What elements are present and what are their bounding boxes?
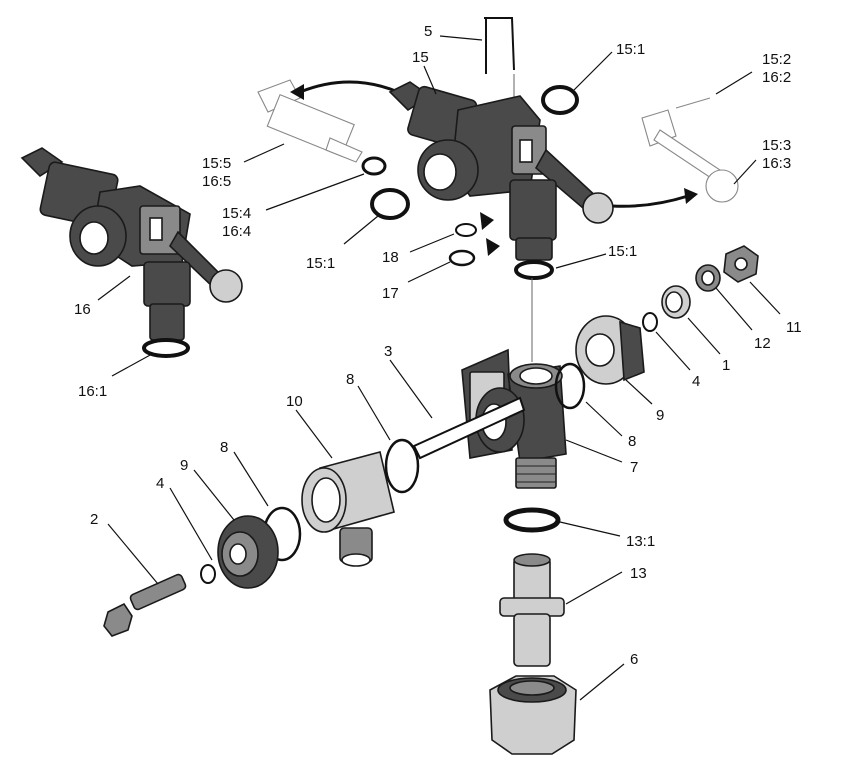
part-3-clip [412,396,526,460]
label-11: 11 [786,319,802,336]
label-17: 17 [382,285,399,302]
label-6: 6 [630,651,638,668]
label-8-right: 8 [628,433,636,450]
label-16-2: 16:2 [762,69,791,86]
label-16-4: 16:4 [222,223,251,240]
part-13-1-gasket [503,507,561,533]
part-8-oring-right [554,362,586,410]
part-15-1-oring-top [541,85,579,115]
label-2: 2 [90,511,98,528]
part-15-4-seal [361,156,387,176]
label-15: 15 [412,49,429,66]
part-12-washer [695,264,721,292]
part-1-bushing [661,285,691,319]
label-8-left: 8 [220,439,228,456]
label-4-right: 4 [692,373,700,390]
label-9-right: 9 [656,407,664,424]
label-13: 13 [630,565,647,582]
part-17-seal [448,249,476,267]
label-16-3: 16:3 [762,155,791,172]
part-9-cap-left [217,515,279,589]
label-7: 7 [630,459,638,476]
arrow-rotate-left [299,80,399,94]
label-13-1: 13:1 [626,533,655,550]
part-16-1-oring [142,338,190,358]
part-5-pin [484,17,515,74]
label-15-1-left: 15:1 [306,255,335,272]
part-4-ring-right [642,312,658,332]
arrow-head-left [290,84,304,100]
label-15-2: 15:2 [762,51,791,68]
arrow-17 [486,238,500,256]
label-16-1: 16:1 [78,383,107,400]
part-9-cap-right [575,315,645,385]
label-9-left: 9 [180,457,188,474]
label-15-5: 15:5 [202,155,231,172]
label-1: 1 [722,357,730,374]
ghost-handle-right [641,97,739,203]
ghost-handle-left [257,79,363,163]
arrow-18 [480,212,494,230]
part-15-1-oring-left [370,188,410,220]
label-5: 5 [424,23,432,40]
label-12: 12 [754,335,771,352]
part-11-nut [723,245,759,283]
label-15-1-top: 15:1 [616,41,645,58]
arrow-head-right [684,188,698,204]
part-16-valve-body [20,147,243,341]
label-15-4: 15:4 [222,205,251,222]
part-15-valve-body [388,81,614,261]
part-15-1-oring-bottom [514,260,554,280]
part-4-ring-left [200,564,216,584]
part-10-elbow [301,451,395,567]
part-13-fitting [499,553,565,667]
part-18-seal [455,223,477,237]
label-4-left: 4 [156,475,164,492]
leader-lines [97,35,781,701]
label-10: 10 [286,393,303,410]
part-6-nut [489,675,577,755]
arrow-rotate-right [611,194,689,208]
label-18: 18 [382,249,399,266]
label-3: 3 [384,343,392,360]
label-15-1-bottom: 15:1 [608,243,637,260]
label-15-3: 15:3 [762,137,791,154]
part-8-oring-middle [384,438,420,494]
part-2-screw [103,573,187,637]
label-16: 16 [74,301,91,318]
label-16-5: 16:5 [202,173,231,190]
label-8-middle: 8 [346,371,354,388]
